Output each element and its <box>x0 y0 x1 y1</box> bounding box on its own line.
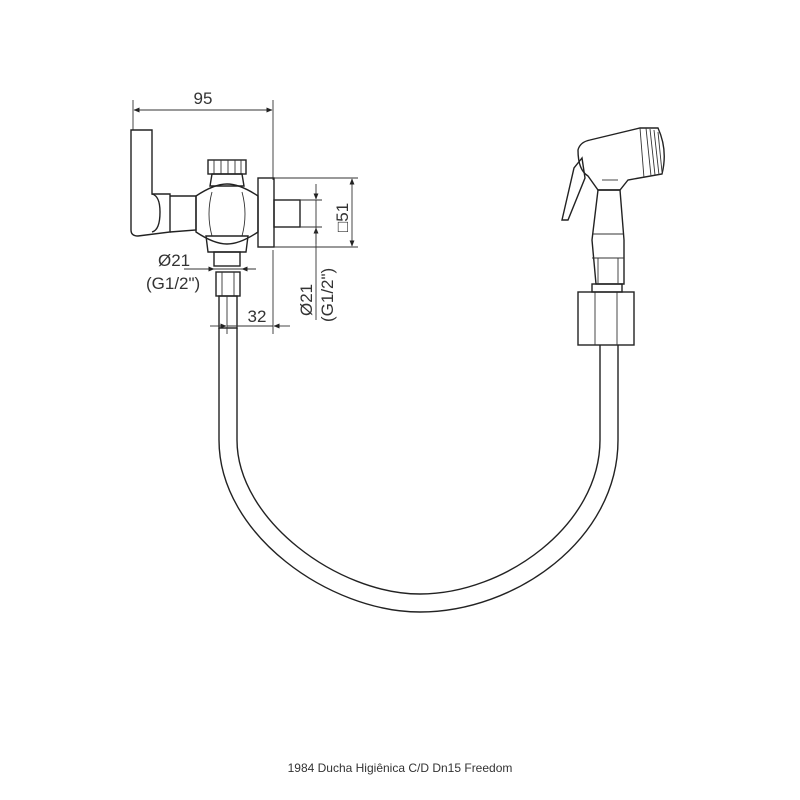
hose-nut-left <box>215 271 241 297</box>
dimension-diameter-right: Ø21 (G1/2") <box>297 184 337 322</box>
valve-body <box>195 183 259 245</box>
wall-flange <box>257 177 275 248</box>
hose-inner <box>236 328 601 595</box>
diameter-left-label: Ø21 <box>158 251 190 270</box>
dimension-diameter-left: Ø21 (G1/2") <box>146 251 256 293</box>
dimension-32: 32 <box>210 250 290 334</box>
valve-assembly <box>130 129 301 329</box>
thread-right-label: (G1/2") <box>318 268 337 322</box>
hygienic-shower-head <box>561 127 665 346</box>
thread-left-label: (G1/2") <box>146 274 200 293</box>
shower-trigger <box>561 156 586 221</box>
square-51-label: □51 <box>333 203 352 232</box>
dimension-95-label: 95 <box>194 89 213 108</box>
figure-caption: 1984 Ducha Higiênica C/D Dn15 Freedom <box>287 761 513 775</box>
lever-handle <box>130 129 171 237</box>
wall-connector <box>273 199 301 228</box>
diameter-right-label: Ø21 <box>297 284 316 316</box>
hose-outer <box>218 328 619 613</box>
dimension-95: 95 <box>132 89 274 180</box>
dimension-32-label: 32 <box>248 307 267 326</box>
shower-handle <box>591 189 625 285</box>
dimension-square-51: □51 <box>274 177 358 248</box>
holder-bracket <box>577 291 635 346</box>
shower-nozzle <box>577 127 665 191</box>
